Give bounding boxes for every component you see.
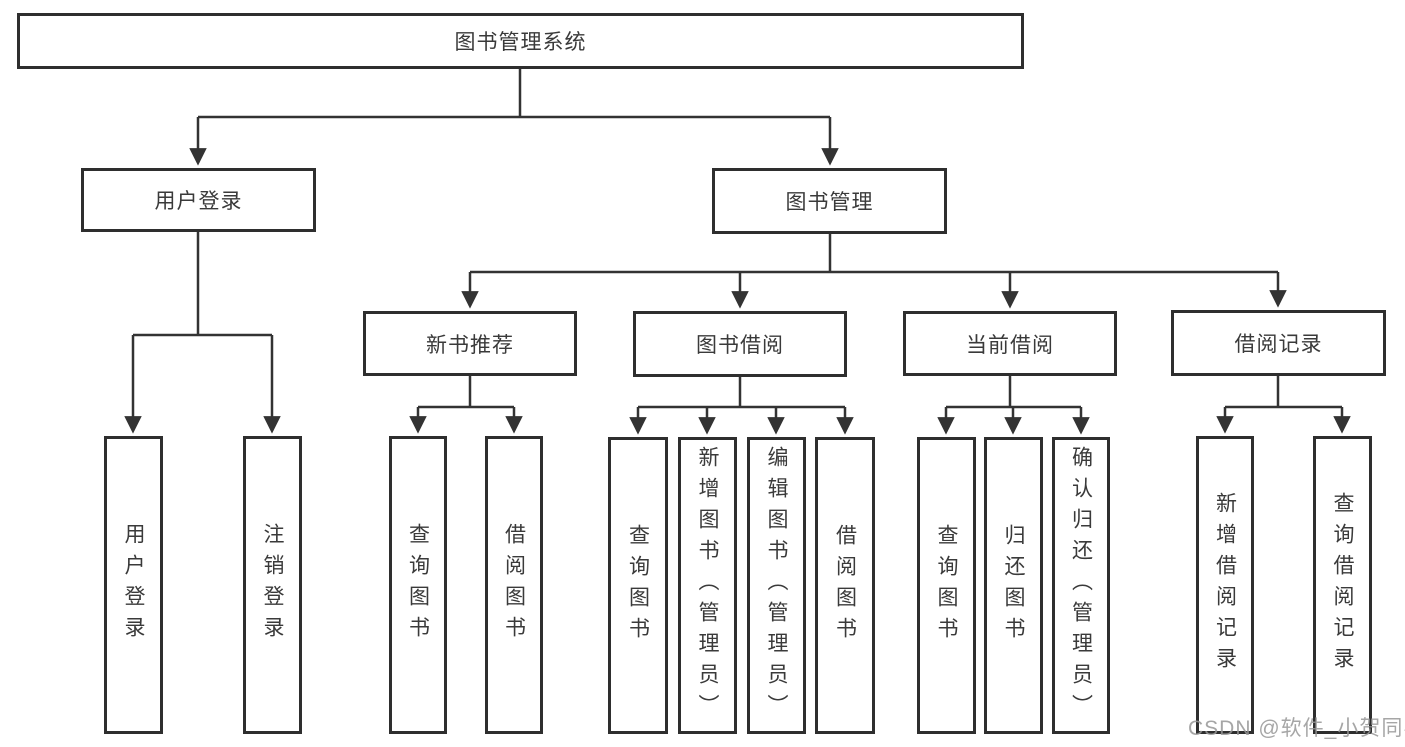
- node-current-borrow: 当前借阅: [903, 311, 1117, 376]
- node-label: 图书借阅: [696, 334, 784, 357]
- leaf-label: 注销登录: [261, 523, 284, 647]
- leaf-label: 用户登录: [122, 523, 145, 647]
- node-book-management: 图书管理: [712, 168, 947, 234]
- node-label: 新书推荐: [426, 333, 514, 357]
- node-label: 用户登录: [154, 190, 243, 213]
- leaf-cb-query-books: 查询图书: [917, 437, 976, 734]
- leaf-br-add-record: 新增借阅记录: [1196, 436, 1254, 734]
- leaf-bb-add-book-admin: 新增图书（管理员）: [678, 437, 737, 734]
- leaf-label: 确认归还（管理员）: [1069, 446, 1093, 725]
- leaf-label: 归还图书: [1002, 523, 1025, 648]
- leaf-label: 查询图书: [406, 523, 430, 647]
- leaf-bb-query-books: 查询图书: [608, 437, 668, 734]
- leaf-label: 借阅图书: [502, 523, 526, 647]
- leaf-label: 借阅图书: [833, 523, 857, 648]
- leaf-label: 新增借阅记录: [1213, 492, 1237, 678]
- leaf-cb-return-books: 归还图书: [984, 437, 1043, 734]
- node-label: 图书管理系统: [454, 31, 587, 54]
- node-label: 图书管理: [785, 191, 874, 214]
- node-library-management-system: 图书管理系统: [17, 13, 1024, 69]
- leaf-user-login: 用户登录: [104, 436, 163, 734]
- leaf-bb-borrow-books: 借阅图书: [815, 437, 875, 734]
- leaf-logout: 注销登录: [243, 436, 302, 734]
- leaf-nb-query-books: 查询图书: [389, 436, 447, 734]
- csdn-watermark: CSDN @软件_小贺同学: [1188, 717, 1405, 740]
- leaf-cb-confirm-return-admin: 确认归还（管理员）: [1052, 437, 1110, 734]
- leaf-label: 新增图书（管理员）: [696, 446, 719, 725]
- leaf-nb-borrow-books: 借阅图书: [485, 436, 543, 734]
- node-new-book-recommend: 新书推荐: [363, 311, 577, 376]
- leaf-label: 查询借阅记录: [1331, 492, 1354, 678]
- leaf-bb-edit-book-admin: 编辑图书（管理员）: [747, 437, 806, 734]
- node-label: 借阅记录: [1234, 333, 1323, 356]
- leaf-label: 查询图书: [935, 523, 958, 648]
- node-book-borrow: 图书借阅: [633, 311, 847, 377]
- leaf-label: 编辑图书（管理员）: [765, 446, 788, 725]
- leaf-label: 查询图书: [626, 523, 650, 648]
- node-label: 当前借阅: [966, 333, 1054, 357]
- node-user-login: 用户登录: [81, 168, 316, 232]
- leaf-br-query-record: 查询借阅记录: [1313, 436, 1372, 734]
- node-borrow-records: 借阅记录: [1171, 310, 1386, 376]
